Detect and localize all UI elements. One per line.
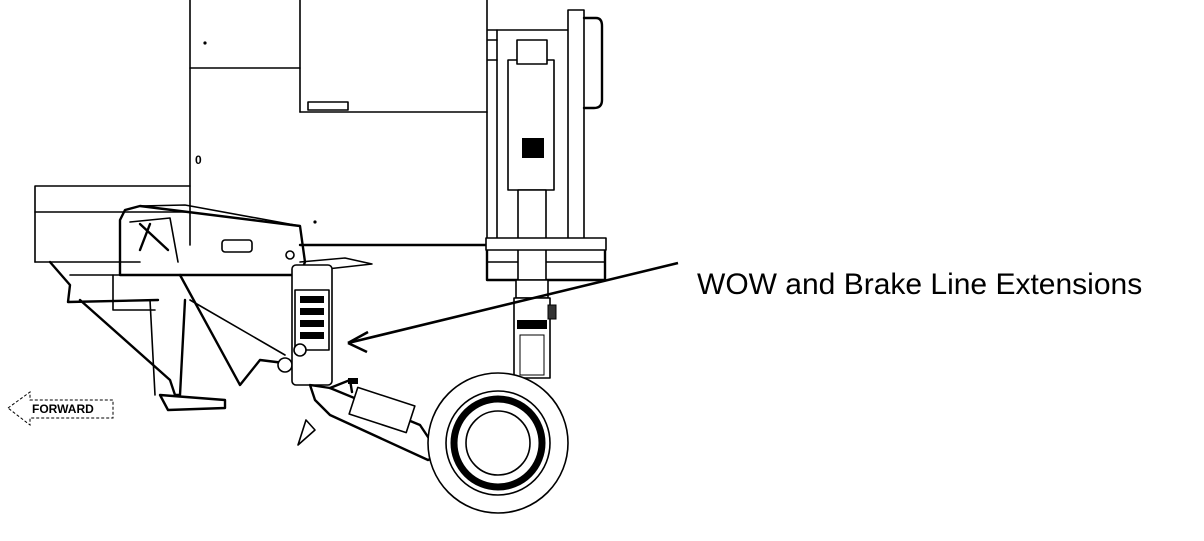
lower-fuselage <box>34 185 607 282</box>
forward-label: FORWARD <box>32 402 94 416</box>
main-strut <box>485 9 607 379</box>
callout-leader <box>347 261 679 354</box>
brake-wow-fitting <box>300 296 324 339</box>
fuselage-structure: 0 <box>189 0 488 246</box>
forward-direction-arrow: FORWARD <box>7 391 114 427</box>
station-zero-mark: 0 <box>195 153 202 167</box>
nose-gear-housing <box>48 204 373 412</box>
callout-label: WOW and Brake Line Extensions <box>697 268 1142 301</box>
nose-wheel <box>427 372 569 514</box>
marker-triangle <box>297 419 316 446</box>
nose-gear-leg <box>291 264 442 462</box>
